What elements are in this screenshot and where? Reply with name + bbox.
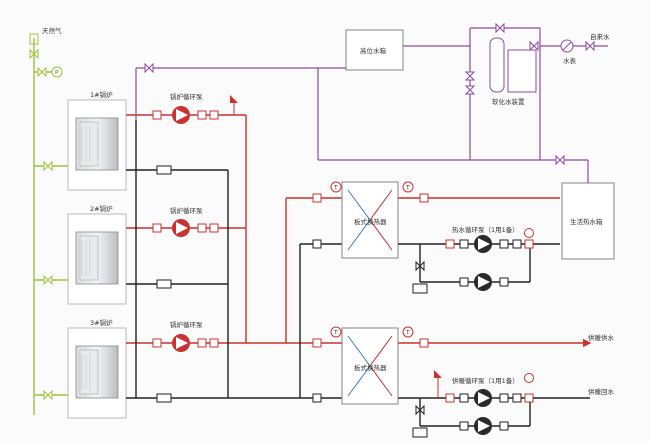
expansion-tank-label: 高位水箱 [360, 46, 387, 55]
return-valves [156, 165, 172, 403]
hot-water-tank [561, 182, 615, 260]
heating-pump-label: 供暖循环泵（1用1备） [452, 376, 519, 385]
water-softener [489, 37, 537, 93]
safety-valve-icon [230, 95, 238, 115]
temp-gauge-label-3: T [333, 330, 338, 337]
hx-pipe-valves [312, 193, 429, 403]
temp-gauges [330, 181, 414, 338]
softener-label: 软化水装置 [492, 97, 525, 106]
plate-heat-exchanger-1 [341, 181, 399, 259]
gas-line [33, 38, 68, 415]
heating-supply-label: 供暖供水 [588, 333, 615, 342]
makeup-water-pipes [135, 27, 608, 183]
temp-gauge-label-2: T [405, 185, 410, 192]
temp-gauge-label-1: T [333, 185, 338, 192]
gas-branch-valve-2-icon [43, 274, 53, 286]
boiler-pump-1-label: 锅炉循环泵 [170, 92, 203, 101]
boiler-pump-2-label: 锅炉循环泵 [170, 206, 203, 215]
hot-loop-drain-icon [412, 252, 428, 294]
heating-pump-a [445, 389, 522, 407]
boiler-1 [67, 99, 127, 191]
heating-safety-valve-icon [434, 370, 442, 398]
boiler-return-pipes [126, 120, 590, 399]
gas-branch-valve-1-icon [43, 160, 53, 172]
gas-inlet-icon [29, 33, 39, 60]
tap-water-label: 自来水 [590, 32, 610, 41]
expansion-tank [345, 29, 404, 71]
boiler-pump-2 [152, 219, 219, 237]
heating-loop-gauge-icon [524, 373, 534, 403]
water-meter-icon [560, 39, 574, 53]
heating-return-label: 供暖回水 [588, 387, 615, 396]
boiler-3 [67, 327, 127, 419]
plate-heat-exchanger-2 [341, 327, 399, 405]
boiler-2 [67, 213, 127, 305]
hx1-label: 板式换热器 [354, 217, 387, 226]
hot-pump-label: 热水循环泵（1用1备） [452, 225, 519, 234]
hot-water-pump-a [445, 235, 522, 253]
boiler-pump-1 [152, 106, 219, 124]
hot-water-tank-label: 生活热水箱 [570, 217, 603, 226]
hot-loop-gauge-icon [524, 228, 534, 249]
temp-gauge-label-4: T [405, 330, 410, 337]
gas-label: 天然气 [42, 26, 62, 35]
gas-gauge-label: P [55, 70, 59, 77]
water-meter-label: 水表 [563, 56, 577, 65]
hot-water-pump-b [459, 273, 509, 291]
heating-pump-b [459, 417, 509, 435]
gas-branch-valve-3-icon [43, 389, 53, 401]
boiler-pump-3 [152, 334, 219, 352]
boiler-1-label: 1#锅炉 [90, 90, 113, 99]
makeup-valves [144, 22, 595, 166]
heating-loop-drain-icon [412, 404, 428, 438]
boiler-pump-3-label: 锅炉循环泵 [170, 320, 203, 329]
boiler-2-label: 2#锅炉 [90, 204, 113, 213]
hx2-label: 板式换热器 [354, 363, 387, 372]
gas-valve-icon: P [37, 66, 63, 78]
boiler-3-label: 3#锅炉 [90, 318, 113, 327]
